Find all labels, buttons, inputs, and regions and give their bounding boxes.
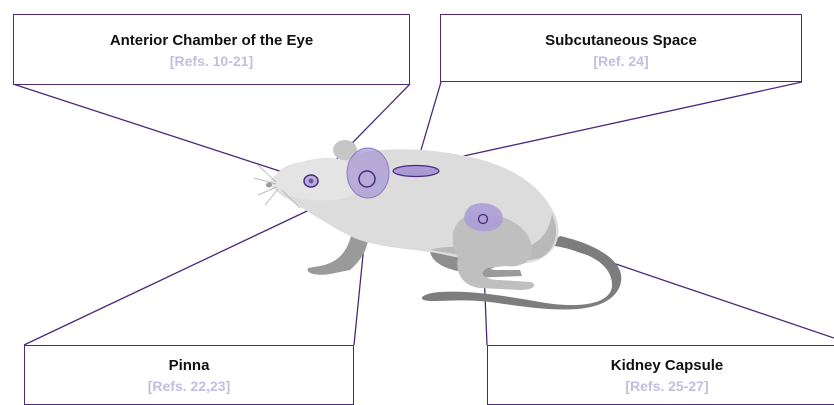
anterior-chamber-refs: [Refs. 10-21]: [14, 53, 409, 69]
anterior-chamber-title: Anterior Chamber of the Eye: [14, 32, 409, 49]
kidney-capsule-title: Kidney Capsule: [488, 357, 834, 374]
pinna-refs: [Refs. 22,23]: [25, 378, 353, 394]
pinna-highlight: [347, 148, 389, 198]
pinna-title: Pinna: [25, 357, 353, 374]
anterior-chamber-label-box: Anterior Chamber of the Eye [Refs. 10-21…: [13, 14, 410, 85]
subcutaneous-title: Subcutaneous Space: [441, 32, 801, 49]
kidney-capsule-label-box: Kidney Capsule [Refs. 25-27]: [487, 345, 834, 405]
subcutaneous-label-box: Subcutaneous Space [Ref. 24]: [440, 14, 802, 82]
kidney-capsule-refs: [Refs. 25-27]: [488, 378, 834, 394]
subq-leader-right: [418, 82, 802, 166]
pinna-label-box: Pinna [Refs. 22,23]: [24, 345, 354, 405]
subcutaneous-site-marker: [393, 166, 439, 177]
mouse-illustration: [254, 140, 621, 310]
eye-leader-left: [13, 84, 310, 181]
eye-pupil: [309, 179, 314, 184]
subcutaneous-refs: [Ref. 24]: [441, 53, 801, 69]
mouse-nose: [266, 183, 272, 188]
